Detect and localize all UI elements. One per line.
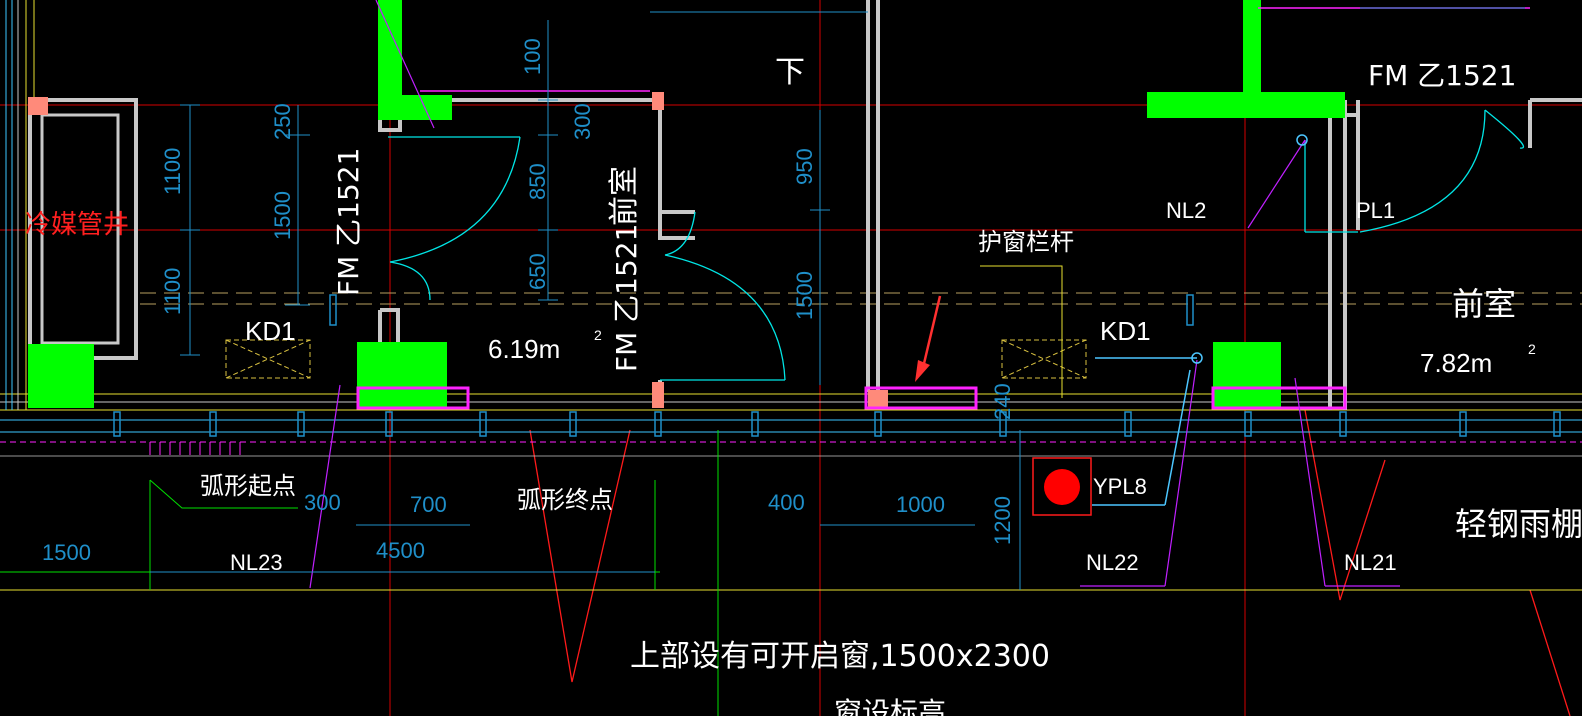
dim-300: 300 [570,103,595,140]
label-pipe-pl1: PL1 [1356,198,1395,223]
ypl8-drain-icon[interactable] [1044,469,1080,505]
pipe-supports [113,294,1561,437]
dim-1000: 1000 [896,492,945,517]
label-pipe-nl21: NL21 [1344,550,1397,575]
dim-650: 650 [525,253,550,290]
label-window-railing: 护窗栏杆 [978,228,1074,256]
guide-lines [0,292,1582,716]
pointer-arrow-icon [915,295,942,382]
dim-850: 850 [525,163,550,200]
leader-lines [309,0,1400,589]
label-kd1-right: KD1 [1100,316,1151,346]
hatch-marks [149,442,241,455]
kd1-openings [225,339,1087,379]
label-pipe-nl2: NL2 [1166,198,1206,223]
column-nodes [28,92,888,408]
label-arc-end: 弧形终点 [517,486,613,514]
dim-240: 240 [990,383,1015,420]
dim-1100-a: 1100 [160,148,185,195]
label-pipe-nl23: NL23 [230,550,283,575]
label-anteroom-right: 前室 [1452,285,1516,323]
dim-250: 250 [270,103,295,140]
label-pipe-ypl8: YPL8 [1093,474,1147,499]
ypl8-frame [1032,457,1092,516]
door-swings [388,109,1525,381]
label-area-left: 6.19m [488,334,560,364]
structural-columns [28,0,1345,408]
label-down: 下 [775,55,805,90]
label-anteroom-left: 前室 [607,166,642,226]
label-bottom-partial: 窗设标高 [834,696,946,716]
pipe-risers [1092,134,1308,506]
dim-4500: 4500 [376,538,425,563]
label-openable-window-note: 上部设有可开启窗,1500x2300 [630,639,1050,674]
label-area-left-sup: 2 [594,327,602,343]
label-door-fm-mid: FM 乙1521 [610,224,643,372]
label-light-steel-canopy: 轻钢雨棚 [1455,505,1582,543]
dim-400: 400 [768,490,805,515]
dim-1500-vertical: 1500 [270,191,295,240]
railing-leader [980,265,1063,398]
label-door-fm-left: FM 乙1521 [332,148,365,296]
left-edge-pipes [5,0,35,410]
dim-950: 950 [792,148,817,185]
dimension-texts: 100 300 850 650 250 1500 1100 1100 950 1… [42,38,1015,565]
dim-1500-right: 1500 [792,271,817,320]
dim-1100-b: 1100 [160,268,185,315]
arc-start-leader [149,479,298,509]
dim-300-horizontal: 300 [304,490,341,515]
label-area-right: 7.82m [1420,348,1492,378]
dim-1200: 1200 [990,496,1015,545]
label-pipe-nl22: NL22 [1086,550,1139,575]
dim-1500-horizontal: 1500 [42,540,91,565]
label-area-right-sup: 2 [1528,341,1536,357]
walls [28,0,1582,410]
section-markers [529,409,1571,716]
label-door-fm-top-right: FM 乙1521 [1368,59,1516,92]
dim-100: 100 [520,38,545,75]
dimension-lines [150,7,1525,590]
dim-700: 700 [410,492,447,517]
label-kd1-left: KD1 [245,316,296,346]
label-arc-start: 弧形起点 [200,472,296,500]
label-refrigerant-shaft: 冷媒管井 [25,210,129,240]
